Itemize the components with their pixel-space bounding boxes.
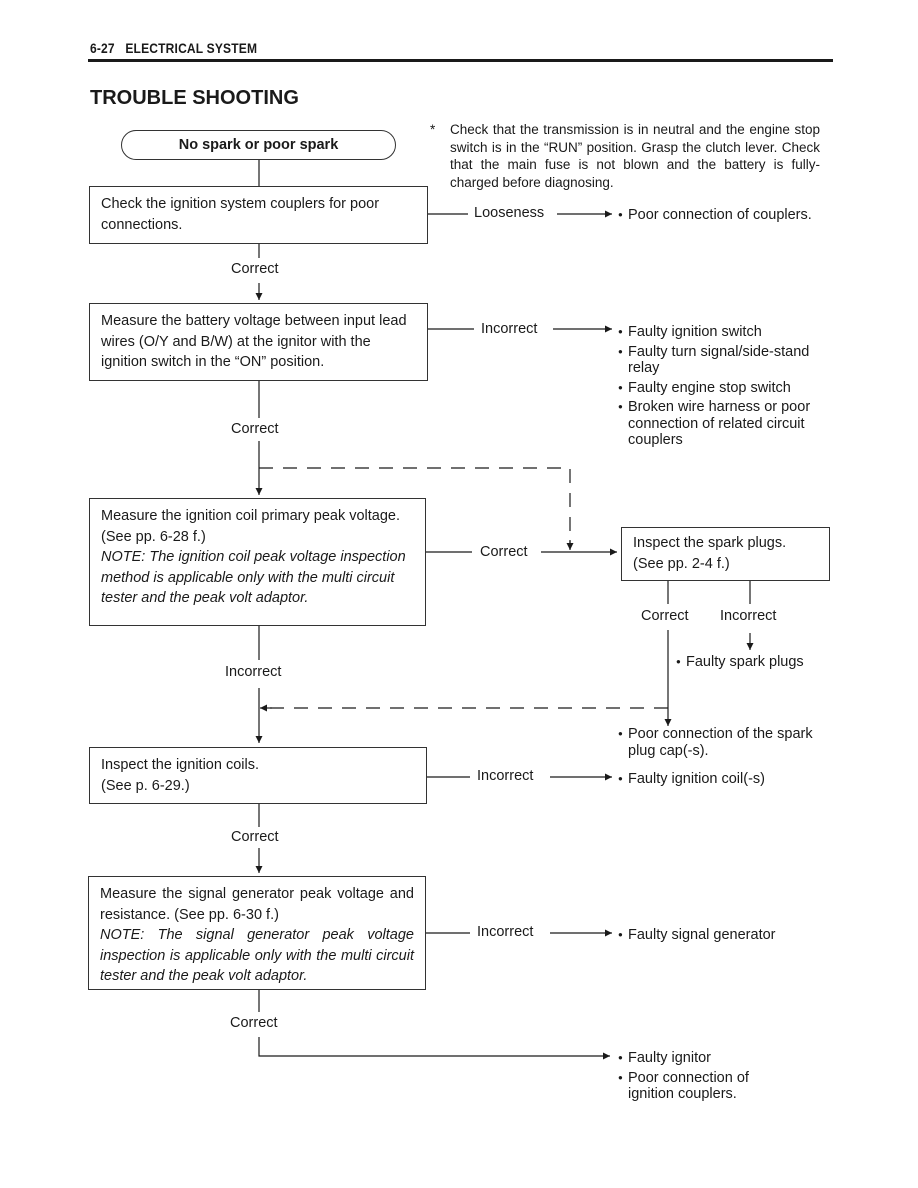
- result-coils: Faulty ignition coil(-s): [618, 771, 818, 788]
- result-item: Faulty ignition coil(-s): [618, 771, 818, 788]
- page-number: 6-27: [90, 40, 115, 56]
- result-item: Faulty ignition switch: [618, 324, 818, 341]
- page-title: TROUBLE SHOOTING: [90, 87, 299, 109]
- step-signal-generator-note: NOTE: The signal generator peak voltage …: [100, 927, 414, 984]
- page-header: 6-27 ELECTRICAL SYSTEM: [90, 40, 257, 56]
- result-plug-cap: Poor connection of the spark plug cap(-s…: [618, 726, 813, 759]
- step-inspect-ignition-coils: Inspect the ignition coils. (See p. 6-29…: [89, 747, 427, 804]
- result-item: Faulty turn signal/side-stand relay: [618, 344, 818, 377]
- label-incorrect-4: Incorrect: [477, 924, 534, 940]
- result-final: Faulty ignitor Poor connection of igniti…: [618, 1050, 798, 1103]
- step-check-couplers: Check the ignition system couplers for p…: [89, 186, 428, 244]
- step-signal-generator: Measure the signal generator peak voltag…: [88, 876, 426, 990]
- step-spark-plugs-line2: (See pp. 2-4 f.): [633, 555, 730, 572]
- note-asterisk: *: [430, 122, 436, 137]
- result-signal-generator: Faulty signal generator: [618, 927, 828, 944]
- header-rule: [88, 59, 833, 62]
- step-coils-line2: (See p. 6-29.): [101, 777, 190, 794]
- label-incorrect-plugs: Incorrect: [720, 608, 777, 624]
- label-correct-1: Correct: [231, 261, 279, 277]
- result-couplers: Poor connection of couplers.: [618, 207, 818, 224]
- label-correct-3: Correct: [480, 544, 528, 560]
- label-correct-5: Correct: [230, 1015, 278, 1031]
- step-battery-voltage: Measure the battery voltage between inpu…: [89, 303, 428, 381]
- result-spark-plugs: Faulty spark plugs: [676, 654, 836, 671]
- step-coil-primary-voltage: Measure the ignition coil primary peak v…: [89, 498, 426, 626]
- start-node: No spark or poor spark: [121, 130, 396, 160]
- step-check-couplers-text: Check the ignition system couplers for p…: [101, 196, 380, 233]
- label-incorrect-2: Incorrect: [225, 664, 282, 680]
- label-incorrect-3: Incorrect: [477, 768, 534, 784]
- label-correct-plugs: Correct: [641, 608, 689, 624]
- step-battery-voltage-text: Measure the battery voltage between inpu…: [101, 313, 407, 370]
- label-looseness: Looseness: [474, 205, 545, 221]
- label-correct-4: Correct: [231, 829, 279, 845]
- section-title: ELECTRICAL SYSTEM: [125, 40, 258, 56]
- result-item: Poor connection of couplers.: [618, 207, 818, 224]
- result-item: Faulty ignitor: [618, 1050, 798, 1067]
- result-item: Broken wire harness or poor connection o…: [618, 399, 818, 449]
- result-battery: Faulty ignition switch Faulty turn signa…: [618, 324, 818, 449]
- result-item: Poor connection of the spark plug cap(-s…: [618, 726, 813, 759]
- step-coil-primary-text: Measure the ignition coil primary peak v…: [101, 508, 401, 545]
- result-item: Poor connection of ignition couplers.: [618, 1070, 798, 1103]
- result-item: Faulty signal generator: [618, 927, 828, 944]
- step-signal-generator-text: Measure the signal generator peak voltag…: [100, 886, 414, 923]
- result-item: Faulty engine stop switch: [618, 380, 818, 397]
- step-coil-primary-note: NOTE: The ignition coil peak voltage ins…: [101, 549, 406, 606]
- label-incorrect-1: Incorrect: [481, 321, 538, 337]
- step-spark-plugs-line1: Inspect the spark plugs.: [633, 535, 787, 551]
- step-coils-line1: Inspect the ignition coils.: [101, 757, 259, 773]
- label-correct-2: Correct: [231, 421, 279, 437]
- precheck-note: Check that the transmission is in neutra…: [450, 122, 820, 190]
- step-inspect-spark-plugs: Inspect the spark plugs. (See pp. 2-4 f.…: [621, 527, 830, 581]
- result-item: Faulty spark plugs: [676, 654, 836, 671]
